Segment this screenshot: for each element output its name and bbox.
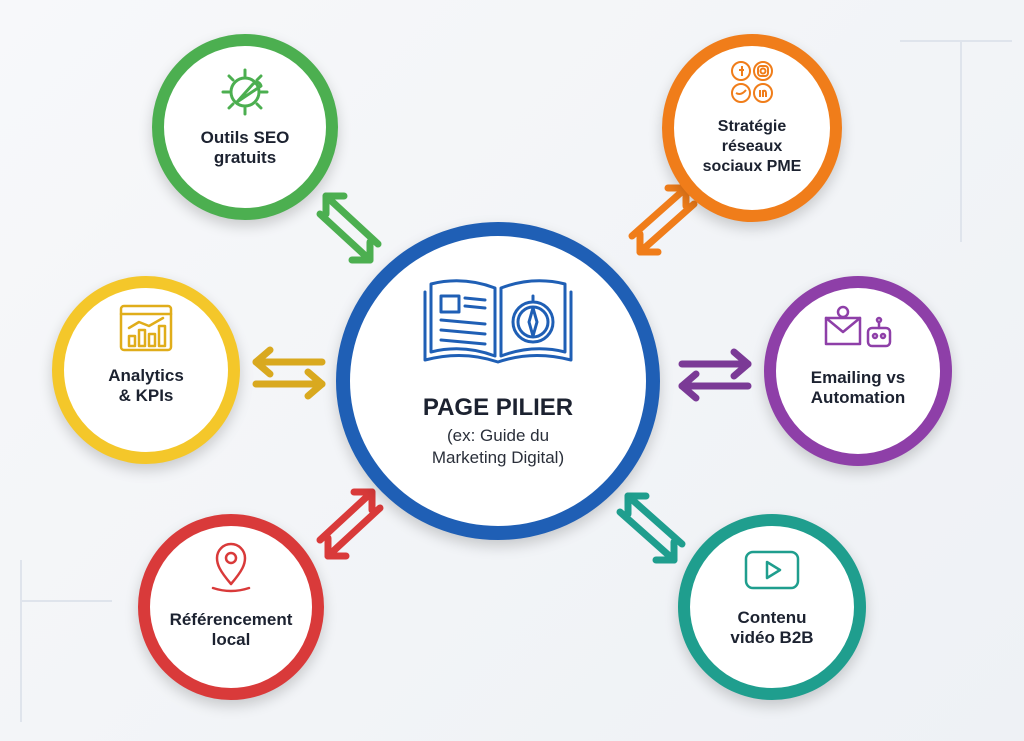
node-seo: Outils SEO gratuits <box>152 34 338 220</box>
background-circuit-line <box>960 40 962 242</box>
node-social-line2: réseaux <box>721 138 783 155</box>
node-social-circle <box>662 34 842 222</box>
node-emailing-line1: Emailing vs <box>810 368 906 387</box>
open-book-compass-icon <box>423 279 573 364</box>
email-robot-icon <box>824 305 892 348</box>
arrow-social <box>628 184 698 256</box>
node-analytics: Analytics & KPIs <box>52 276 240 464</box>
arrow-seo <box>316 192 382 264</box>
node-analytics-line1: Analytics <box>108 366 184 385</box>
node-seo-line1: Outils SEO <box>200 128 290 147</box>
node-video: Contenu vidéo B2B <box>678 514 866 700</box>
video-play-icon <box>744 550 800 590</box>
background-circuit-line <box>20 600 112 602</box>
arrow-emailing <box>678 348 752 402</box>
location-pin-icon <box>211 542 251 593</box>
node-social-line1: Stratégie <box>717 118 787 135</box>
node-video-line1: Contenu <box>737 608 807 627</box>
background-circuit-line <box>900 40 1012 42</box>
center-subtitle-line2: Marketing Digital) <box>431 448 565 467</box>
node-emailing: Emailing vs Automation <box>764 276 952 466</box>
arrow-video <box>616 492 686 564</box>
node-seo-line2: gratuits <box>213 148 277 167</box>
node-social-line3: sociaux PME <box>702 158 802 175</box>
node-emailing-line2: Automation <box>810 388 906 407</box>
node-video-line2: vidéo B2B <box>730 628 814 647</box>
node-local-line2: local <box>211 630 251 649</box>
node-video-circle <box>678 514 866 700</box>
background-circuit-line <box>20 560 22 722</box>
node-local: Référencement local <box>138 514 324 700</box>
node-local-line1: Référencement <box>169 610 293 629</box>
social-media-icons <box>731 61 773 103</box>
center-node: PAGE PILIER (ex: Guide du Marketing Digi… <box>336 222 660 540</box>
node-social: Stratégie réseaux sociaux PME <box>662 34 842 222</box>
node-analytics-line2: & KPIs <box>118 386 174 405</box>
center-subtitle-line1: (ex: Guide du <box>446 426 550 445</box>
center-title: PAGE PILIER <box>422 394 574 421</box>
gear-wrench-icon <box>221 68 269 116</box>
center-circle <box>336 222 660 540</box>
analytics-dashboard-icon <box>119 304 173 352</box>
arrow-analytics <box>252 346 326 400</box>
arrow-local <box>316 488 384 560</box>
